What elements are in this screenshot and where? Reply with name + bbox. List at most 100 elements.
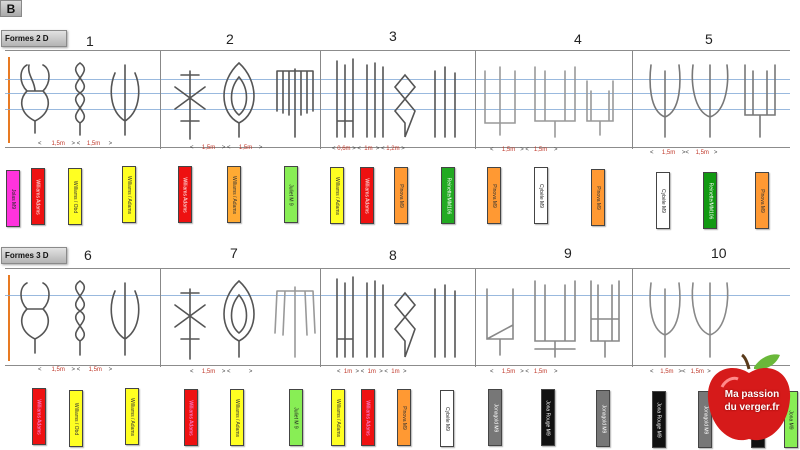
variety-label-text: Williams / Adams <box>129 397 135 436</box>
variety-label-text: Cybèle M9 <box>444 406 450 431</box>
flame-form-icon <box>223 279 255 358</box>
frame-edge-bar <box>8 57 10 143</box>
weeping-form-icon <box>276 68 314 138</box>
top-variety-label: Pinova M9 <box>755 172 769 229</box>
bottom-variety-label: Jona Rouge M9 <box>541 389 555 446</box>
spacing-label: < 1,5m > < 1,5m > <box>38 141 113 147</box>
group-separator <box>160 51 161 149</box>
top-variety-label: Cybèle M9 <box>656 172 670 229</box>
variety-label-text: Cybèle M9 <box>538 183 544 208</box>
variety-label-text: Reinette/MM106 <box>707 182 713 219</box>
wire-line <box>5 93 790 94</box>
variety-label-text: Juliet M 9 <box>288 183 294 206</box>
group-separator <box>320 51 321 149</box>
bottom-variety-label: Jonagold M9 <box>596 390 610 447</box>
variety-label-text: Jonagold M9 <box>600 404 607 433</box>
star-form-icon <box>174 70 206 140</box>
spacing-label: < 1,5m > < 1,5m > <box>38 367 113 373</box>
bottom-variety-label: Pinova M9 <box>397 389 411 446</box>
forms-2d-frame <box>5 50 790 149</box>
bottom-variety-label: Juliet M 9 <box>289 389 303 446</box>
forms-3d-frame <box>5 268 790 367</box>
cordon-form-icon <box>336 58 456 138</box>
spacing-label: < 1,5m > < > <box>190 369 253 375</box>
top-variety-label: Jolas M9 <box>6 170 20 227</box>
form-number-7: 7 <box>230 245 238 261</box>
top-variety-label: Cybèle M9 <box>534 167 548 224</box>
braided-form-icon <box>74 62 86 136</box>
variety-label-text: Williams Adams <box>364 177 371 214</box>
lyre-form-icon <box>20 282 50 354</box>
variety-label-text: Williams / Adams <box>126 175 132 214</box>
lyre-form-icon <box>20 64 50 134</box>
spacing-label: < 1,5m > < 1,5m > <box>490 369 558 375</box>
top-variety-label: Williams Adams <box>31 168 45 225</box>
top-variety-label: Pinova M9 <box>394 167 408 224</box>
logo-text-line1: Ma passion <box>724 389 780 400</box>
top-variety-label: Williams / Adams <box>227 166 241 223</box>
variety-label-text: Pinova M9 <box>759 188 765 213</box>
top-variety-label: Reinette/MM106 <box>703 172 717 229</box>
variety-label-text: Williams Adams <box>35 178 42 215</box>
spacing-label: < 1,5m >< 1,5m > <box>650 369 711 375</box>
apple-logo-icon <box>707 353 791 441</box>
form-number-5: 5 <box>705 31 713 47</box>
form-number-8: 8 <box>389 247 397 263</box>
variety-label-text: Williams / Adams <box>231 175 237 214</box>
variety-label-text: Pinova M9 <box>491 183 497 208</box>
variety-label-text: Williams Adams <box>182 176 189 213</box>
star-form-icon <box>174 288 206 360</box>
fan-form-icon <box>649 64 776 138</box>
form-number-10: 10 <box>711 245 727 261</box>
bottom-variety-label: Jona Rouge M9 <box>652 391 666 448</box>
group-separator <box>475 51 476 149</box>
form-number-3: 3 <box>389 28 397 44</box>
weeping-form-icon <box>274 286 316 358</box>
palmette-form-icon <box>110 282 140 356</box>
group-separator <box>475 269 476 367</box>
variety-label-text: Williams / Adams <box>234 398 240 437</box>
frame-edge-bar <box>8 275 10 361</box>
variety-label-text: Pinova M9 <box>401 405 407 430</box>
variety-label-text: Jolas M9 <box>10 188 17 209</box>
variety-label-text: Williams / Adams <box>335 398 341 437</box>
spacing-label: < 1,5m > < 1,5m > <box>490 147 558 153</box>
candelabra-form-icon <box>484 66 614 138</box>
variety-label-text: Pinova M9 <box>398 183 404 208</box>
variety-label-text: Williams Adams <box>36 398 43 435</box>
group-separator <box>632 51 633 149</box>
group-separator <box>160 269 161 367</box>
variety-label-text: Williams / Obd <box>72 180 79 213</box>
top-variety-label: Williams Adams <box>178 166 192 223</box>
cordon-form-icon <box>336 276 456 358</box>
spacing-label: < 1,5m >< 1,5m > <box>650 150 718 156</box>
top-variety-label: Juliet M 9 <box>284 166 298 223</box>
bottom-variety-label: Williams / Obd <box>69 390 83 447</box>
variety-label-text: Jona Rouge M9 <box>545 399 551 436</box>
form-number-9: 9 <box>564 245 572 261</box>
top-variety-label: Williams / Adams <box>122 166 136 223</box>
variety-label-text: Williams Adams <box>188 399 195 436</box>
bottom-variety-label: Jonagold M9 <box>488 389 502 446</box>
top-variety-label: Williams / Adams <box>330 167 344 224</box>
variety-label-text: Cybèle M9 <box>660 188 666 213</box>
top-variety-label: Reinette/MM106 <box>441 167 455 224</box>
variety-label-text: Williams Adams <box>365 399 372 436</box>
section-3d-title: Formes 3 D <box>1 247 67 264</box>
group-separator <box>320 269 321 367</box>
logo-text-line2: du verger.fr <box>724 402 780 413</box>
spacing-label: < 1m > < 1m > < 1m > <box>337 369 407 375</box>
tree-forms-3d-illustration <box>20 276 729 360</box>
fan-form-icon <box>649 282 729 358</box>
top-variety-label: Pinova M9 <box>591 169 605 226</box>
variety-label-text: Jonagold M9 <box>492 403 499 432</box>
variety-label-text: Jona Rouge M9 <box>656 401 662 438</box>
variety-label-text: Reinette/MM106 <box>445 177 451 214</box>
group-separator <box>632 269 633 367</box>
wire-line <box>5 79 790 80</box>
bottom-variety-label: Williams Adams <box>32 388 46 445</box>
wire-line <box>5 295 790 296</box>
flame-form-icon <box>223 61 255 138</box>
form-number-1: 1 <box>86 33 94 49</box>
top-variety-label: Williams / Obd <box>68 168 82 225</box>
